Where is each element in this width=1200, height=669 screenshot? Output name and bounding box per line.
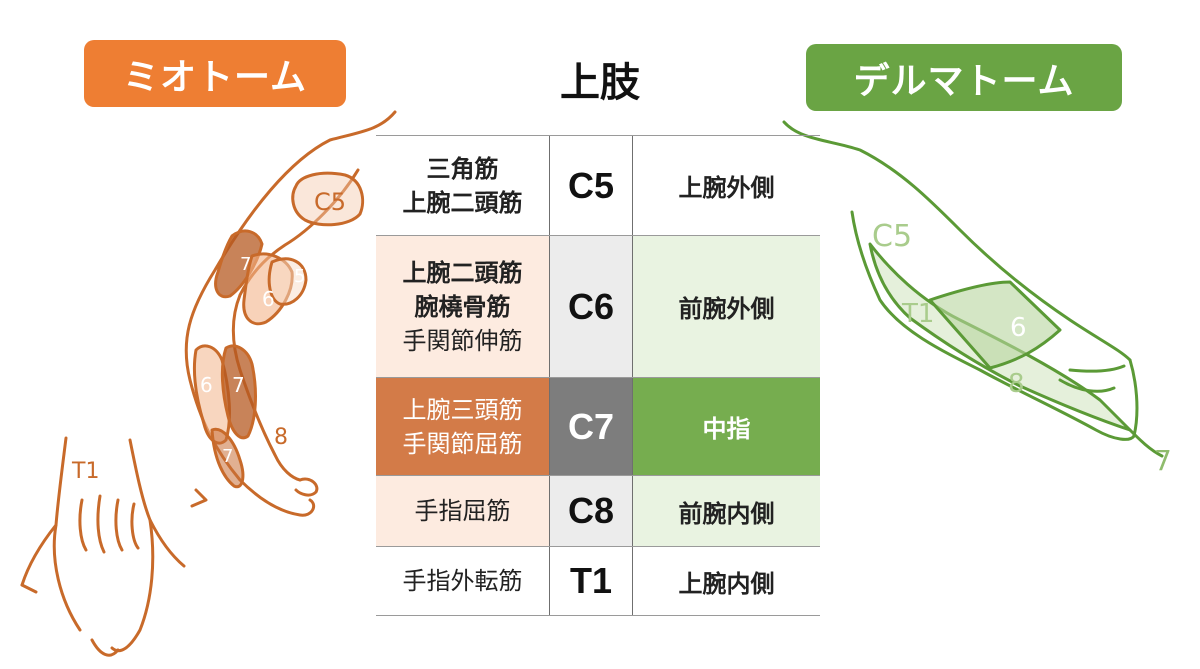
myotome-hand-label: T1 bbox=[71, 459, 99, 484]
spinal-level-cell: T1 bbox=[549, 547, 633, 615]
myotome-arm-label: C5 bbox=[314, 188, 346, 216]
muscle-name: 上腕二頭筋 bbox=[402, 188, 523, 217]
myotome-arm-label: 8 bbox=[274, 425, 288, 450]
myotome-arm-label: 7 bbox=[222, 446, 233, 467]
page-title: 上肢 bbox=[560, 60, 640, 106]
dermatome-arm-label: T1 bbox=[901, 299, 934, 329]
muscle-name: 手関節伸筋 bbox=[402, 326, 523, 355]
myotome-arm-label: 6 bbox=[200, 373, 213, 397]
table-row: 手指屈筋 C8 前腕内側 bbox=[376, 476, 820, 547]
muscle-name: 上腕二頭筋 bbox=[402, 258, 523, 287]
table-row: 三角筋 上腕二頭筋 C5 上腕外側 bbox=[376, 136, 820, 236]
muscle-name: 腕橈骨筋 bbox=[414, 292, 511, 321]
myotome-label: ミオトーム bbox=[84, 40, 346, 107]
muscle-name: 手関節屈筋 bbox=[402, 429, 523, 458]
dermatome-arm-label: 8 bbox=[1008, 369, 1025, 399]
dermatome-cell: 上腕内側 bbox=[678, 569, 775, 598]
muscle-name: 上腕三頭筋 bbox=[402, 395, 523, 424]
myotome-dermatome-table: 三角筋 上腕二頭筋 C5 上腕外側 上腕二頭筋 腕橈骨筋 手関節伸筋 C6 前腕… bbox=[376, 135, 820, 616]
muscle-name: 手指屈筋 bbox=[414, 497, 511, 525]
dermatome-arm-illustration: C5 T1 6 8 7 bbox=[782, 120, 1172, 477]
dermatome-cell: 前腕外側 bbox=[633, 236, 820, 377]
dermatome-cell: 中指 bbox=[633, 378, 820, 475]
spinal-level-cell: C6 bbox=[549, 236, 633, 377]
myotome-hand-illustration: T1 bbox=[20, 436, 186, 657]
myotome-arm-label: 5 bbox=[294, 266, 305, 287]
myotome-arm-label: 7 bbox=[232, 373, 245, 397]
muscle-cell: 手指屈筋 bbox=[376, 476, 549, 546]
spinal-level-cell: C7 bbox=[549, 378, 633, 475]
spinal-level-cell: C8 bbox=[549, 476, 633, 546]
dermatome-arm-label: 6 bbox=[1010, 313, 1027, 343]
muscle-name: 三角筋 bbox=[426, 154, 499, 183]
muscle-cell: 上腕二頭筋 腕橈骨筋 手関節伸筋 bbox=[376, 236, 549, 377]
dermatome-cell: 上腕外側 bbox=[678, 174, 775, 202]
dermatome-label: デルマトーム bbox=[806, 44, 1122, 111]
muscle-name: 手指外転筋 bbox=[402, 567, 523, 595]
dermatome-arm-label: 7 bbox=[1154, 444, 1172, 477]
myotome-arm-label: 6 bbox=[262, 287, 275, 311]
table-row: 手指外転筋 T1 上腕内側 bbox=[376, 547, 820, 616]
myotome-arm-illustration: C5 7 5 6 6 7 7 8 bbox=[184, 110, 397, 517]
table-row: 上腕三頭筋 手関節屈筋 C7 中指 bbox=[376, 378, 820, 476]
muscle-cell: 上腕三頭筋 手関節屈筋 bbox=[376, 378, 549, 475]
table-row: 上腕二頭筋 腕橈骨筋 手関節伸筋 C6 前腕外側 bbox=[376, 236, 820, 378]
myotome-arm-label: 7 bbox=[240, 254, 251, 275]
spinal-level-cell: C5 bbox=[549, 136, 633, 235]
dermatome-arm-label: C5 bbox=[872, 219, 912, 254]
muscle-cell: 三角筋 上腕二頭筋 bbox=[376, 136, 549, 235]
dermatome-cell: 前腕内側 bbox=[633, 476, 820, 546]
muscle-cell: 手指外転筋 bbox=[376, 547, 549, 615]
